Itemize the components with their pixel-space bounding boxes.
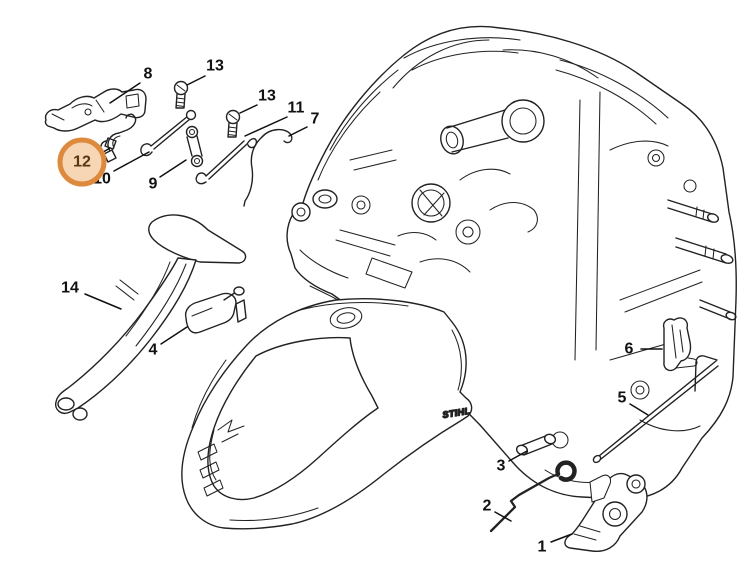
leader-line-13a bbox=[186, 75, 206, 86]
wire-part-7 bbox=[243, 128, 293, 207]
chainsaw-engine-illustration bbox=[286, 25, 737, 500]
leader-line-10 bbox=[113, 151, 150, 172]
bracket-part-8 bbox=[44, 88, 147, 132]
leader-line-9 bbox=[159, 159, 187, 178]
lever-part-10 bbox=[103, 109, 197, 163]
part-callout-6[interactable]: 6 bbox=[625, 341, 634, 358]
lever-part-4 bbox=[184, 286, 247, 334]
part-callout-8[interactable]: 8 bbox=[144, 66, 153, 83]
leader-line-4 bbox=[160, 326, 188, 345]
part-callout-7[interactable]: 7 bbox=[311, 111, 320, 128]
part-callout-9[interactable]: 9 bbox=[149, 176, 158, 193]
part-callout-4[interactable]: 4 bbox=[149, 342, 158, 359]
leader-line-14 bbox=[84, 293, 122, 310]
part-callout-13b[interactable]: 13 bbox=[258, 88, 276, 105]
rod-part-5 bbox=[592, 355, 719, 464]
part-callout-14[interactable]: 14 bbox=[61, 280, 79, 297]
part-callout-13a[interactable]: 13 bbox=[206, 58, 224, 75]
hand-guard-part-14 bbox=[55, 214, 247, 421]
tank-housing-illustration: STIHL bbox=[181, 298, 473, 530]
link-part-9 bbox=[185, 125, 204, 168]
part-callout-3[interactable]: 3 bbox=[497, 458, 506, 475]
leader-line-11 bbox=[244, 116, 288, 137]
part-callout-1[interactable]: 1 bbox=[538, 539, 547, 556]
leader-line-5 bbox=[629, 403, 649, 416]
leader-line-3 bbox=[508, 450, 528, 462]
spring-wire-part-2 bbox=[489, 460, 577, 533]
leader-line-13b bbox=[239, 104, 258, 114]
screw-part-13-lower bbox=[225, 109, 241, 138]
spring-part-11 bbox=[195, 138, 258, 185]
leader-line-2 bbox=[494, 511, 512, 522]
part-callout-12-highlighted[interactable]: 12 bbox=[73, 154, 91, 171]
part-callout-5[interactable]: 5 bbox=[618, 390, 627, 407]
leader-line-1 bbox=[550, 533, 573, 543]
part-callout-2[interactable]: 2 bbox=[483, 498, 492, 515]
leader-line-8 bbox=[109, 82, 141, 104]
latch-lever-part-1 bbox=[564, 472, 648, 553]
leader-line-7 bbox=[288, 126, 308, 137]
highlight-ring[interactable] bbox=[57, 137, 107, 187]
screw-part-13-upper bbox=[173, 80, 189, 109]
part-callout-11[interactable]: 11 bbox=[288, 100, 305, 117]
latch-part-6 bbox=[662, 317, 698, 372]
